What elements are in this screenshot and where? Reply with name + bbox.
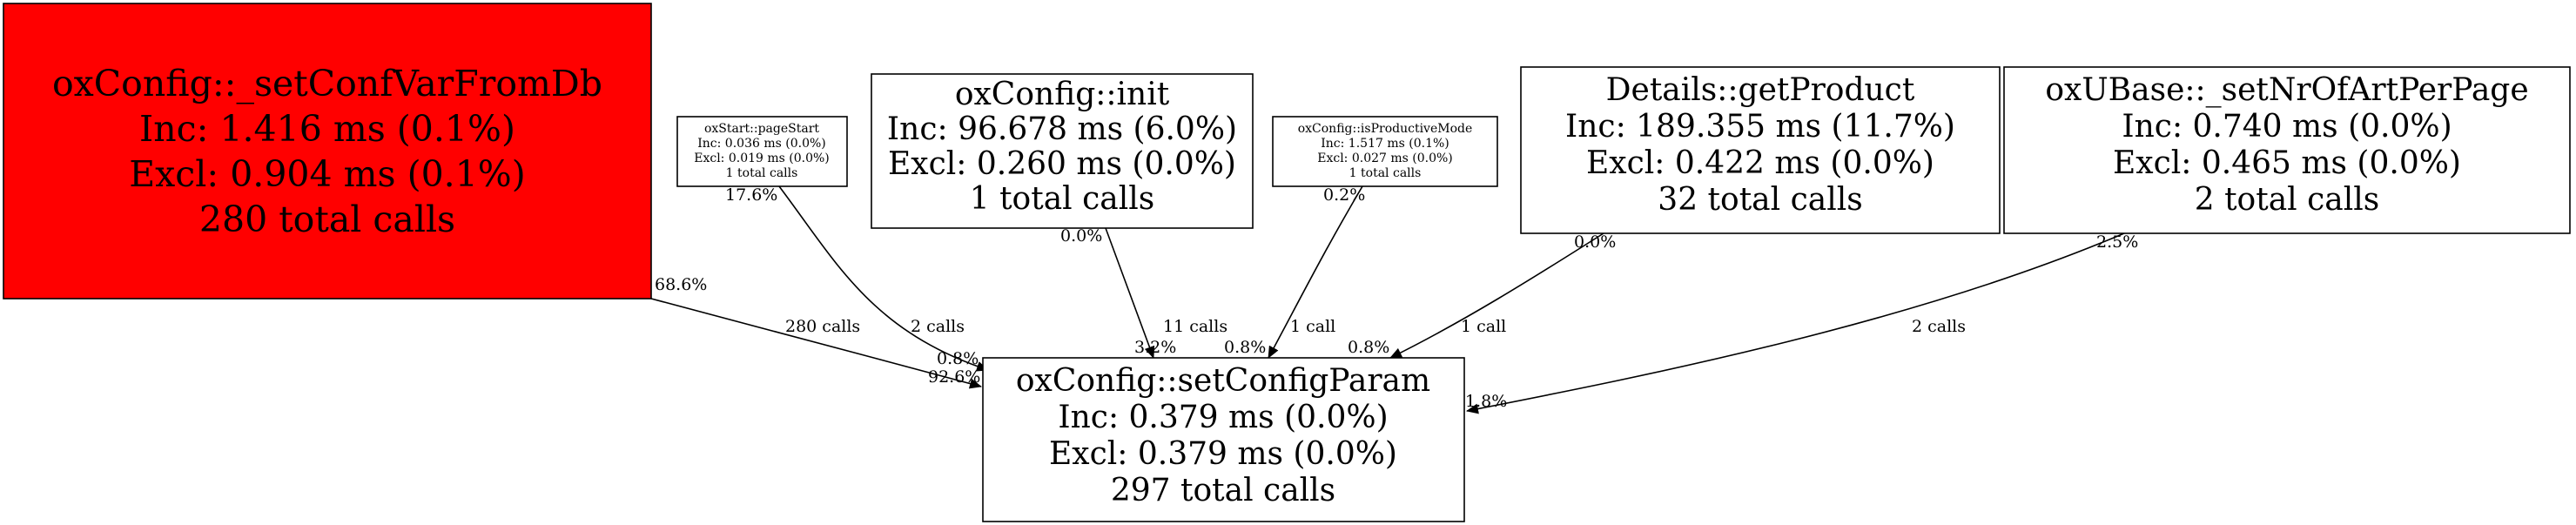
edge-setconfvar-to-setconfigparam: 68.6% 280 calls 92.6% [650,275,982,389]
node-setnrofartperpage[interactable]: oxUBase::_setNrOfArtPerPage Inc: 0.740 m… [2003,66,2571,234]
edge-getproduct-to-setconfigparam: 0.0% 1 call 0.8% [1348,232,1616,359]
edge-from-percent: 2.5% [2096,232,2138,252]
node-exclusive-time: Excl: 0.027 ms (0.0%) [1317,151,1453,165]
node-call-count: 32 total calls [1658,182,1862,218]
node-inclusive-time: Inc: 0.379 ms (0.0%) [1058,400,1388,435]
node-inclusive-time: Inc: 0.740 ms (0.0%) [2122,109,2452,145]
node-box [871,73,1254,229]
node-inclusive-time: Inc: 189.355 ms (11.7%) [1565,109,1955,145]
edge-to-percent: 0.8% [1224,338,1266,357]
node-init[interactable]: oxConfig::init Inc: 96.678 ms (6.0%) Exc… [871,73,1254,229]
node-title: Details::getProduct [1606,72,1915,108]
node-call-count: 280 total calls [199,199,455,240]
node-getproduct[interactable]: Details::getProduct Inc: 189.355 ms (11.… [1520,66,2001,234]
node-inclusive-time: Inc: 1.416 ms (0.1%) [139,108,515,150]
node-box [676,116,848,187]
node-setconfigparam[interactable]: oxConfig::setConfigParam Inc: 0.379 ms (… [982,357,1465,522]
node-isproductivemode[interactable]: oxConfig::isProductiveMode Inc: 1.517 ms… [1272,116,1498,187]
node-box [1520,66,2001,234]
edge-call-count: 1 call [1290,317,1335,336]
node-title: oxUBase::_setNrOfArtPerPage [2045,72,2528,108]
edge-to-percent: 0.8% [1348,338,1389,357]
node-inclusive-time: Inc: 0.036 ms (0.0%) [697,137,826,151]
node-call-count: 1 total calls [726,166,798,180]
node-pagestart[interactable]: oxStart::pageStart Inc: 0.036 ms (0.0%) … [676,116,848,187]
node-setconfvarfromdb[interactable]: oxConfig::_setConfVarFromDb Inc: 1.416 m… [3,3,652,300]
node-exclusive-time: Excl: 0.379 ms (0.0%) [1049,436,1397,472]
edge-init-to-setconfigparam: 0.0% 11 calls 3.2% [1060,226,1227,359]
edge-call-count: 280 calls [785,317,860,336]
node-box [1272,116,1498,187]
edge-to-percent: 92.6% [928,367,980,387]
edge-to-percent: 3.2% [1134,338,1176,357]
edge-from-percent: 0.0% [1574,232,1616,252]
edge-call-count: 2 calls [1912,317,1966,336]
edge-call-count: 2 calls [911,317,965,336]
node-inclusive-time: Inc: 1.517 ms (0.1%) [1321,137,1449,151]
node-title: oxConfig::init [955,77,1170,112]
node-title: oxConfig::setConfigParam [1016,363,1430,399]
node-box [2003,66,2571,234]
node-call-count: 297 total calls [1111,473,1335,508]
edge-from-percent: 0.0% [1060,226,1102,246]
edge-from-percent: 0.2% [1323,185,1365,205]
edge-from-percent: 68.6% [655,275,707,294]
edge-to-percent: 1.8% [1465,392,1507,411]
node-inclusive-time: Inc: 96.678 ms (6.0%) [887,111,1237,147]
node-box [3,3,652,300]
node-title: oxStart::pageStart [704,122,819,136]
edge-call-count: 1 call [1461,317,1506,336]
edge-isproductive-to-setconfigparam: 0.2% 1 call 0.8% [1224,185,1365,359]
node-call-count: 1 total calls [1349,166,1422,180]
node-exclusive-time: Excl: 0.019 ms (0.0%) [694,151,830,165]
edge-setnrofart-to-setconfigparam: 2.5% 2 calls 1.8% [1465,232,2138,414]
edge-pagestart-to-setconfigparam: 17.6% 2 calls 0.8% [725,185,989,372]
node-exclusive-time: Excl: 0.422 ms (0.0%) [1586,145,1934,181]
node-exclusive-time: Excl: 0.260 ms (0.0%) [888,146,1236,182]
edge-call-count: 11 calls [1163,317,1227,336]
node-title: oxConfig::isProductiveMode [1298,122,1473,136]
node-exclusive-time: Excl: 0.904 ms (0.1%) [129,153,525,195]
edge-from-percent: 17.6% [725,185,777,205]
node-call-count: 2 total calls [2195,182,2380,218]
node-exclusive-time: Excl: 0.465 ms (0.0%) [2113,145,2461,181]
node-call-count: 1 total calls [970,181,1155,217]
edge-to-percent: 0.8% [937,349,979,368]
node-title: oxConfig::_setConfVarFromDb [52,63,602,104]
node-box [982,357,1465,522]
